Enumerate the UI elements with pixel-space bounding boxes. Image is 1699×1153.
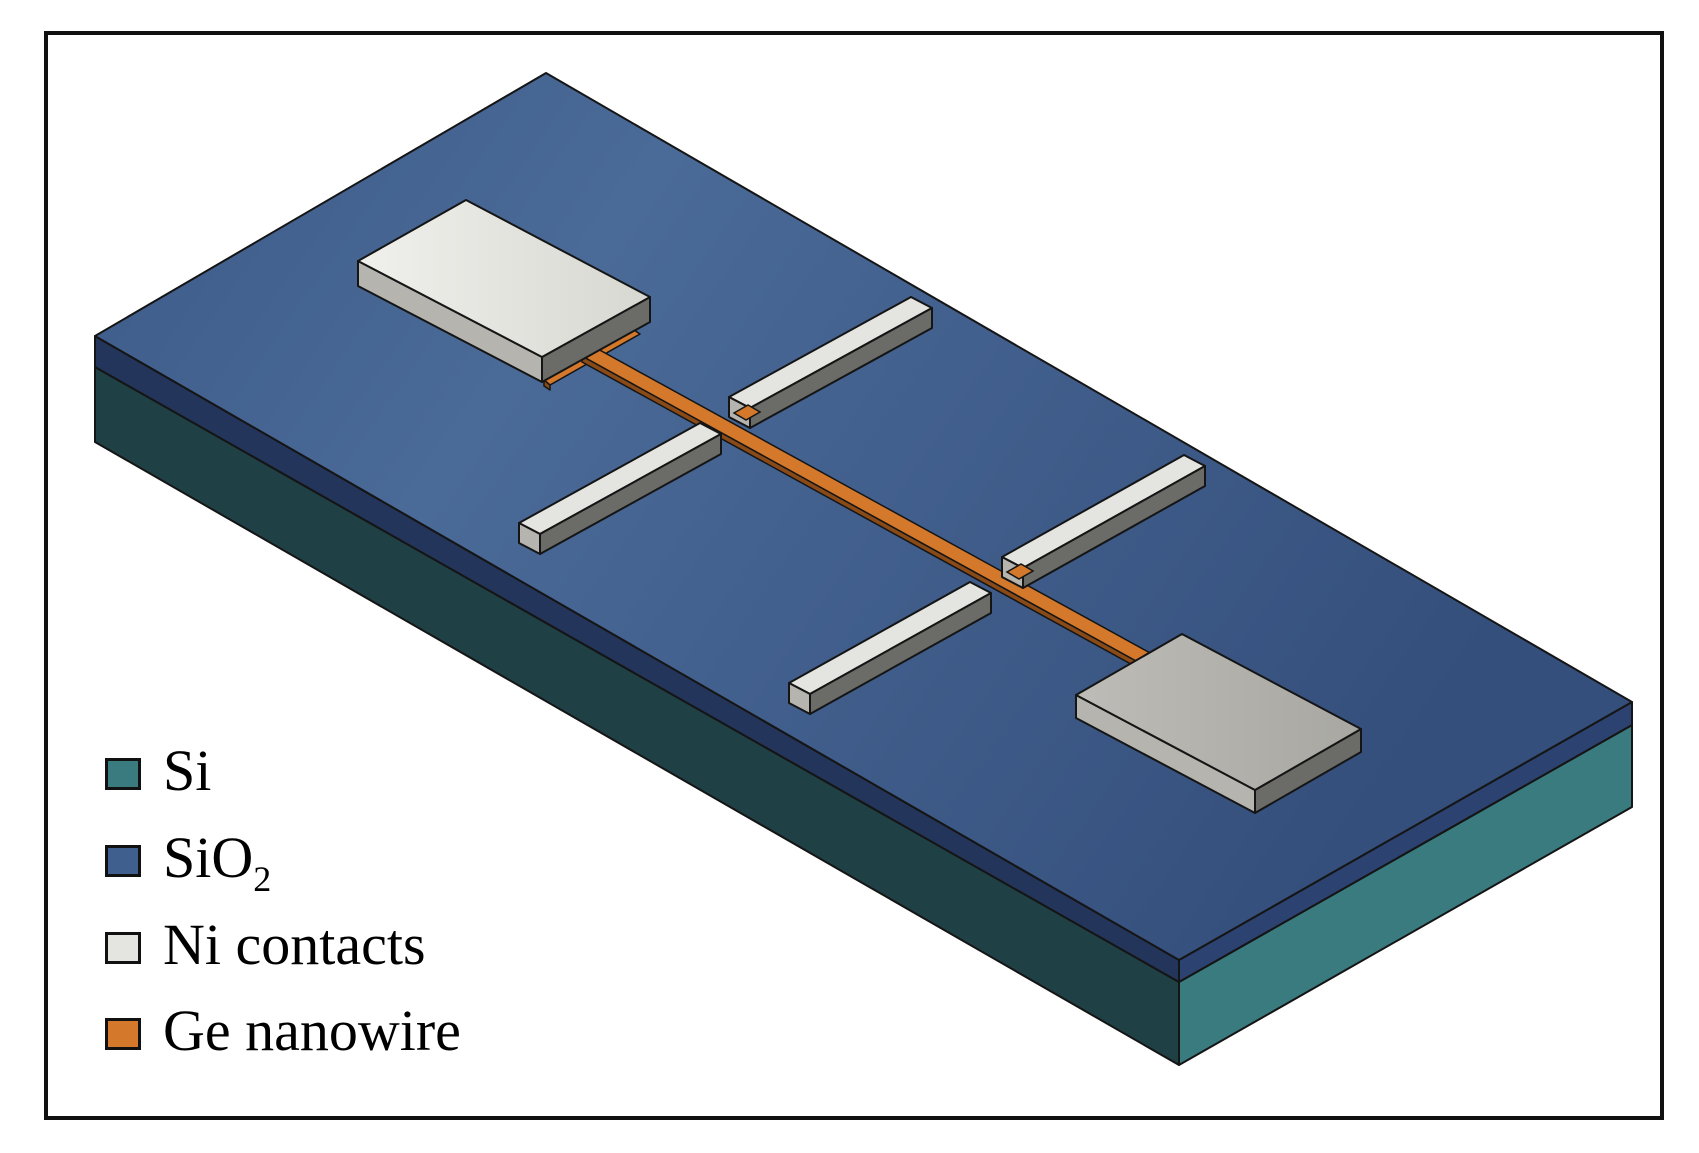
legend-swatch-si <box>105 758 141 790</box>
ni-probe-upper-right <box>1001 454 1206 589</box>
legend-swatch-sio2 <box>105 845 141 877</box>
legend-swatch-ni-contacts <box>105 932 141 964</box>
ni-probe-lower-right <box>788 581 992 715</box>
ni-probe-lower-left <box>518 422 722 555</box>
legend-swatch-ge-nanowire <box>105 1018 141 1050</box>
ni-probe-upper-left <box>728 296 933 429</box>
legend-label-si: Si <box>163 738 212 803</box>
legend-label-sio2: SiO2 <box>163 825 272 899</box>
ni-contacts <box>357 199 1362 814</box>
legend-label-ni-contacts: Ni contacts <box>163 912 426 977</box>
legend-label-ge-nanowire: Ge nanowire <box>163 998 461 1063</box>
ni-pad-right <box>1075 633 1362 814</box>
ni-pad-left <box>357 199 651 383</box>
ge-wire-crossings <box>732 404 1035 580</box>
